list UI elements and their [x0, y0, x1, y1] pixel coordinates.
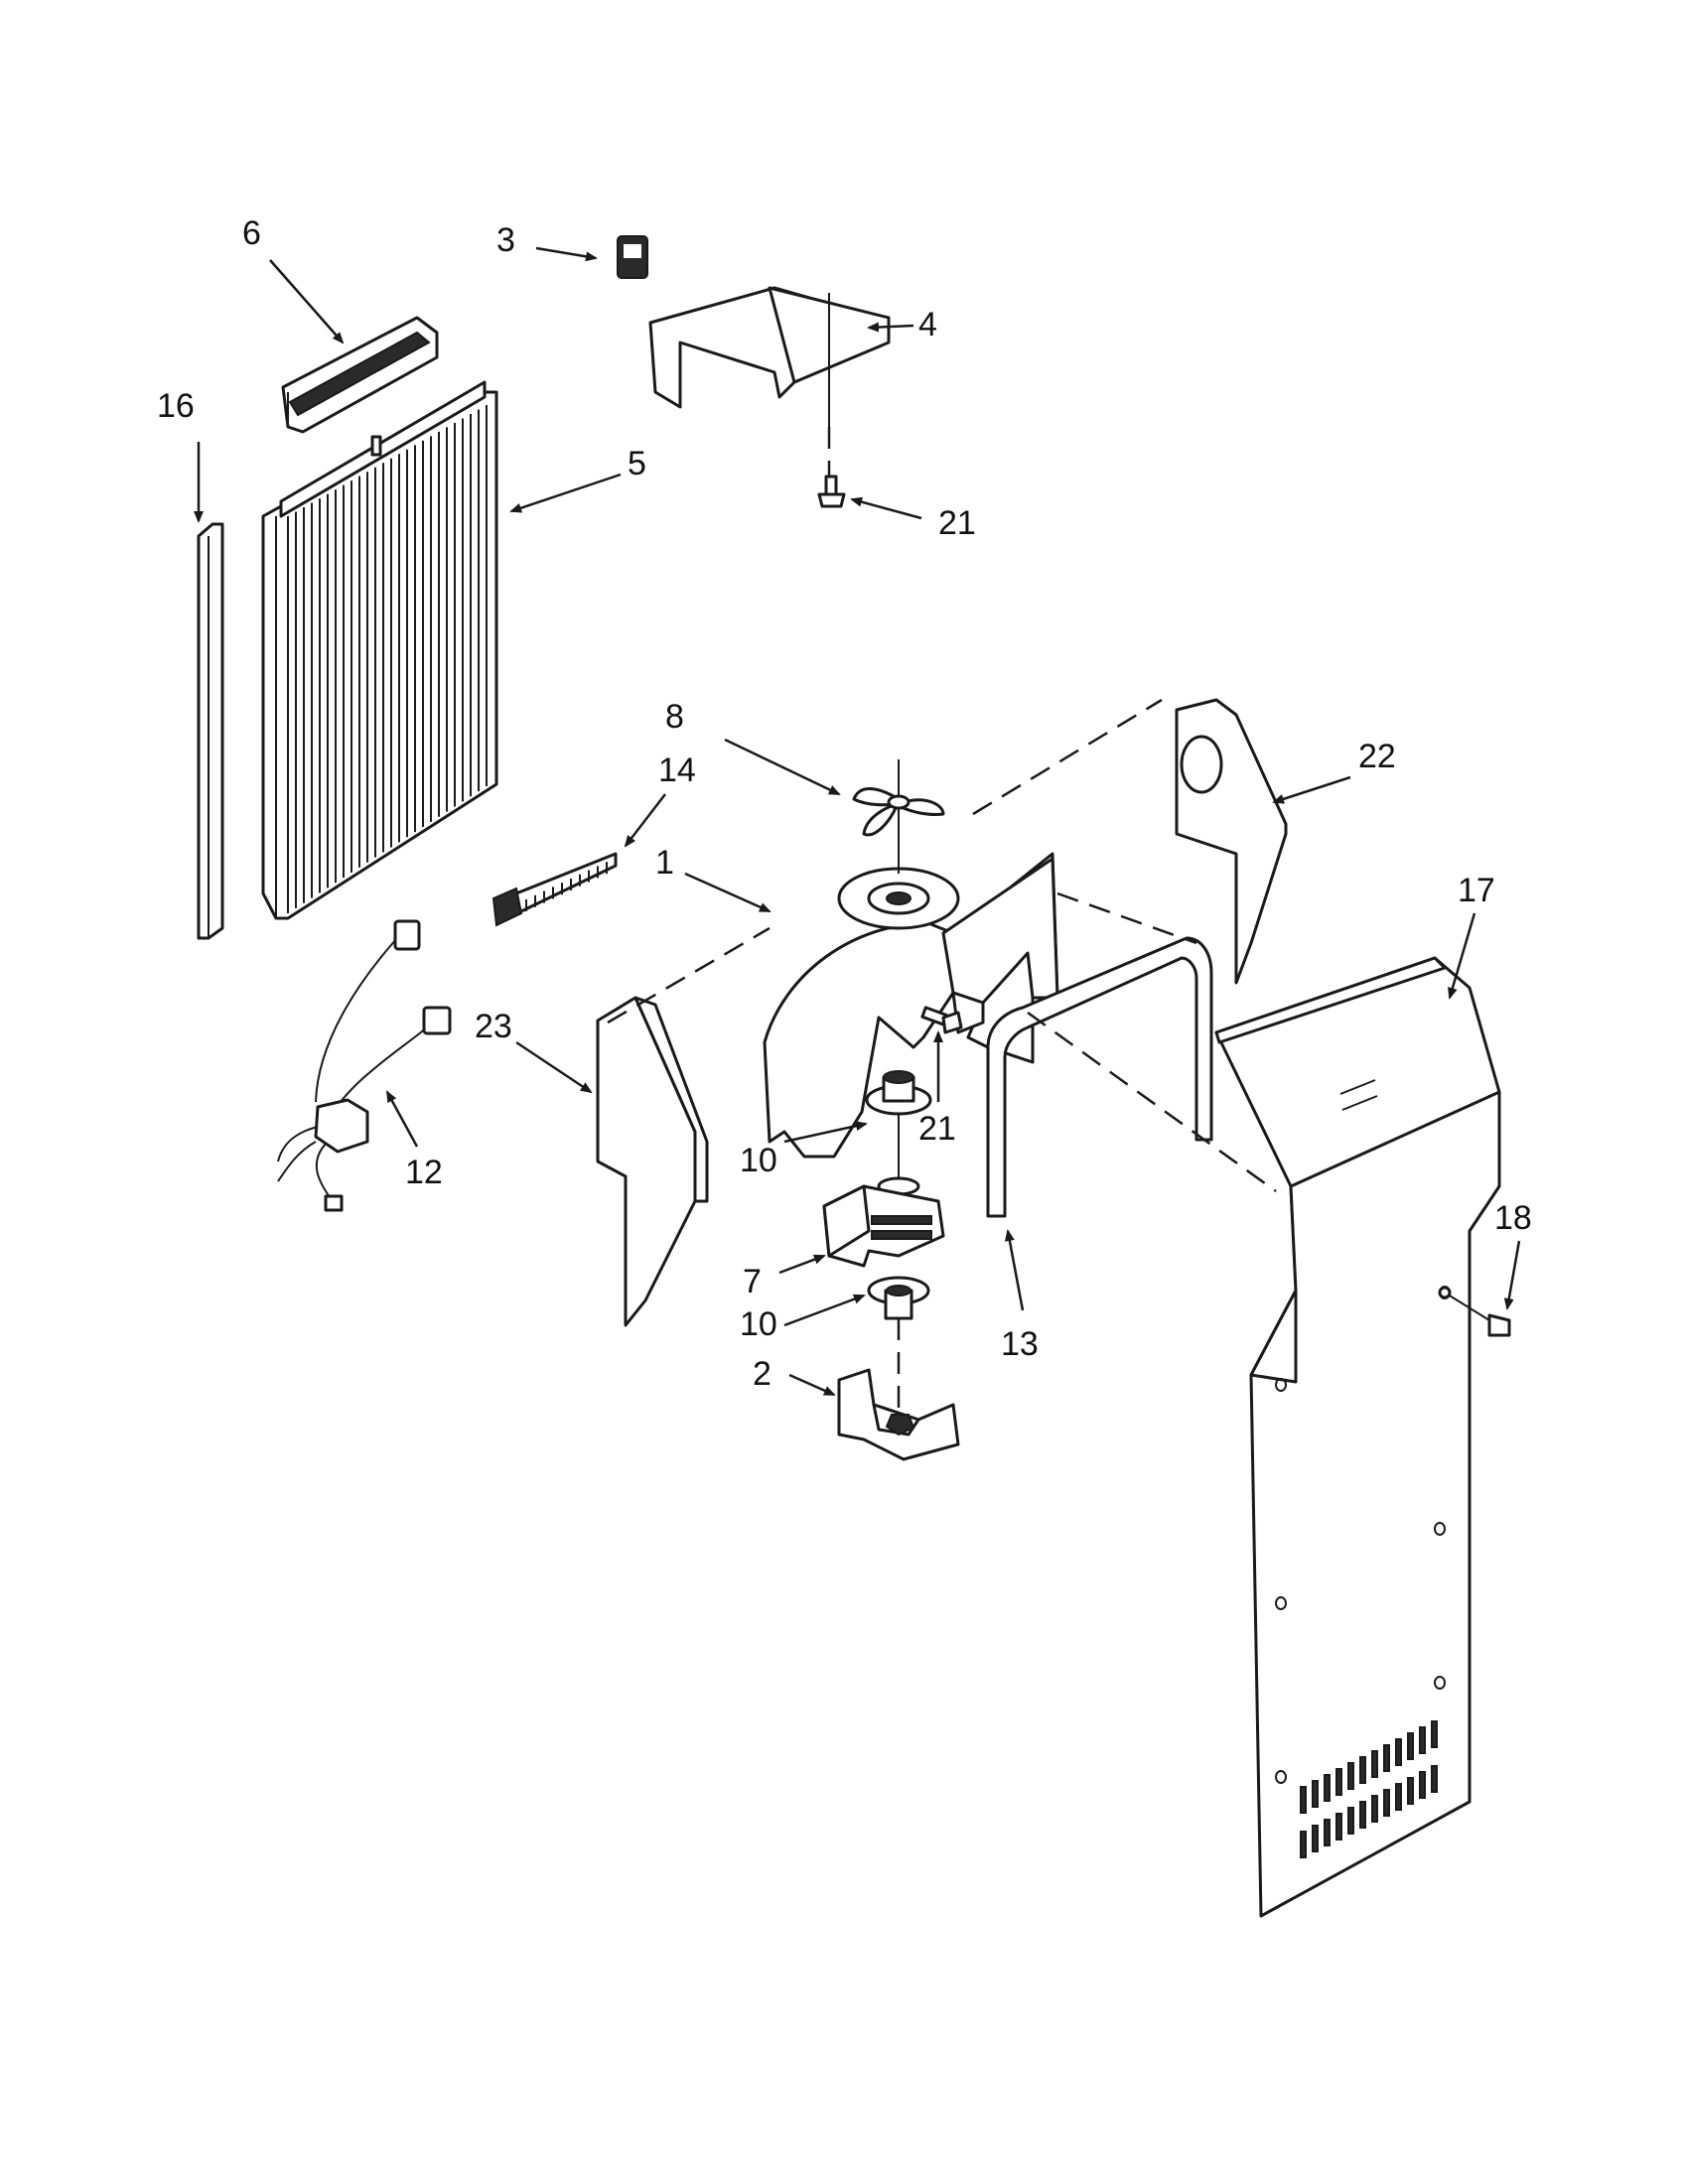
vent-slot	[1407, 1732, 1414, 1760]
part-23-duct-side	[596, 996, 709, 1327]
callout-12: 12	[405, 1154, 443, 1191]
part-13-cover	[986, 936, 1213, 1218]
callout-10-lower: 10	[740, 1305, 777, 1343]
vent-slot	[1383, 1789, 1390, 1817]
part-12-wire-harness	[277, 919, 452, 1212]
vent-slot	[1419, 1771, 1426, 1799]
callout-23: 23	[475, 1008, 512, 1045]
vent-slot	[1300, 1786, 1307, 1814]
vent-slot	[1324, 1774, 1331, 1802]
callout-22: 22	[1358, 738, 1396, 775]
callout-8: 8	[665, 698, 684, 736]
part-7-fan-motor	[822, 1176, 945, 1420]
callout-7: 7	[743, 1263, 762, 1300]
vent-slot	[1312, 1780, 1319, 1808]
vent-slot	[1300, 1831, 1307, 1858]
callout-3: 3	[496, 221, 515, 259]
vent-slot	[1312, 1825, 1319, 1852]
part-16-gasket-strip	[197, 522, 224, 940]
vent-slot	[1335, 1768, 1342, 1796]
callout-labels: 6 3 4 16 5 21 8 22 14 1 17 23 12 21 10 7…	[157, 214, 1532, 1393]
screw-hole	[1434, 1522, 1446, 1536]
vent-slot	[1431, 1720, 1438, 1748]
vent-slot	[1371, 1795, 1378, 1823]
vent-slot	[1419, 1726, 1426, 1754]
screw-hole	[1434, 1676, 1446, 1690]
vent-slot	[1407, 1777, 1414, 1805]
part-1-fan-housing	[763, 852, 1059, 1159]
part-18-screw	[1438, 1286, 1511, 1337]
part-21-screw-lower	[920, 1006, 963, 1034]
vent-slot	[1395, 1783, 1402, 1811]
part-3-clip	[617, 235, 648, 279]
part-6-coil-cover	[281, 316, 439, 434]
leader-arrows	[194, 246, 1521, 1397]
callout-13: 13	[1001, 1325, 1039, 1363]
vent-slot	[1371, 1750, 1378, 1778]
vent-slot	[1359, 1801, 1366, 1829]
part-10-grommet-upper	[865, 1070, 932, 1181]
callout-18: 18	[1494, 1199, 1532, 1237]
part-4-bracket	[648, 286, 891, 477]
assembly-lines	[607, 698, 1277, 1193]
part-14-heater	[491, 852, 618, 927]
vent-slot	[1347, 1762, 1354, 1790]
screw-hole	[1275, 1770, 1287, 1784]
vent-slot	[1347, 1807, 1354, 1835]
vent-slot	[1359, 1756, 1366, 1784]
callout-16: 16	[157, 387, 195, 425]
callout-21-lower: 21	[918, 1110, 956, 1148]
vent-slot	[1383, 1744, 1390, 1772]
screw-hole	[1275, 1596, 1287, 1610]
part-8-fan-blade	[852, 759, 945, 874]
callout-4: 4	[918, 306, 937, 343]
vent-slot	[1431, 1765, 1438, 1793]
vent-slot	[1395, 1738, 1402, 1766]
part-17-duct-panel	[1214, 956, 1501, 1918]
callout-10-upper: 10	[740, 1142, 777, 1179]
part-10-grommet-lower	[867, 1276, 930, 1320]
callout-21-upper: 21	[938, 504, 976, 542]
callout-17: 17	[1458, 872, 1495, 909]
callout-5: 5	[628, 445, 646, 482]
part-5-evaporator-coil	[261, 380, 498, 920]
vent-slot	[1324, 1819, 1331, 1846]
screw-hole	[1275, 1378, 1287, 1392]
callout-2: 2	[753, 1355, 772, 1393]
vent-slot	[1335, 1813, 1342, 1841]
part-2-motor-bracket	[837, 1368, 960, 1461]
callout-1: 1	[655, 844, 674, 882]
callout-14: 14	[658, 751, 696, 789]
callout-6: 6	[242, 214, 261, 252]
part-21-screw-upper	[817, 475, 846, 508]
part-22-duct-side	[1175, 698, 1288, 985]
